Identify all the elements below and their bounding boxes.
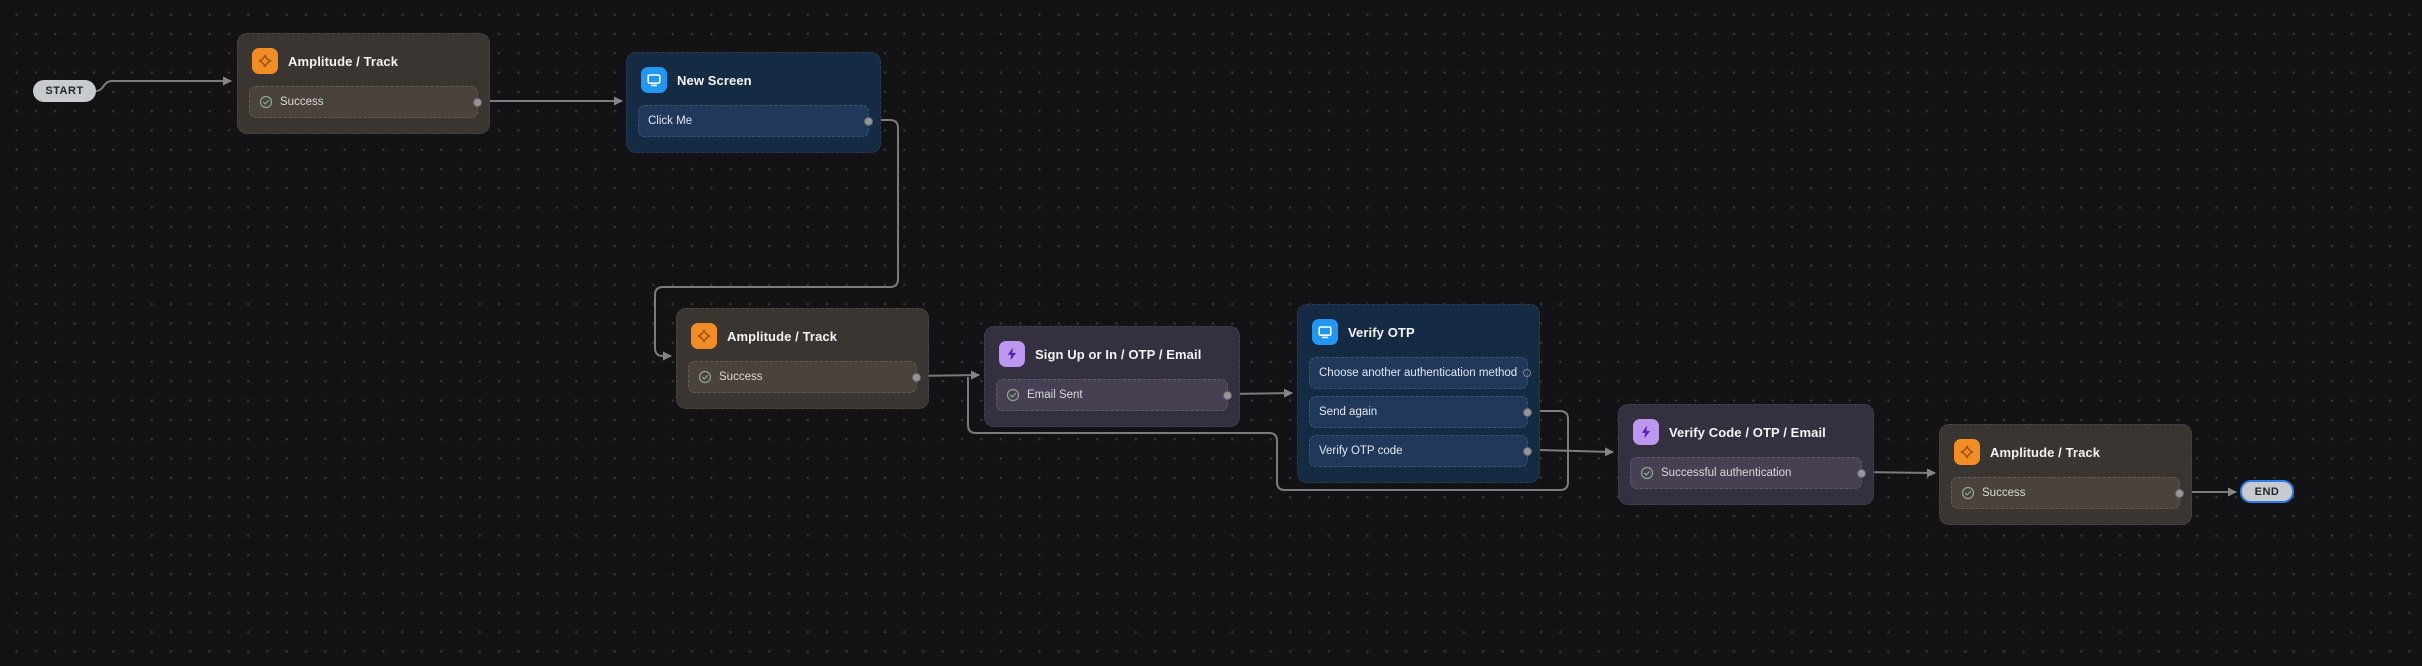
node-row-label: Success: [280, 96, 324, 108]
check-circle-icon: [698, 370, 712, 384]
node-row[interactable]: Success: [688, 361, 921, 393]
screen-icon: [641, 67, 667, 93]
node-title: Verify OTP: [1312, 319, 1531, 345]
node-title: Sign Up or In / OTP / Email: [999, 341, 1231, 367]
edge-new-screen-click-me-to-amplitude-track-2: [654, 119, 899, 361]
node-row[interactable]: Choose another authentication method: [1309, 357, 1531, 389]
node-row[interactable]: Email Sent: [996, 379, 1232, 411]
output-port[interactable]: [1223, 390, 1232, 400]
screen-icon: [1312, 319, 1338, 345]
node-row-label: Success: [719, 371, 763, 383]
node-title: Amplitude / Track: [691, 323, 920, 349]
node-title-label: Amplitude / Track: [288, 53, 399, 69]
output-port-open[interactable]: [1523, 369, 1531, 377]
output-port[interactable]: [912, 372, 921, 382]
node-title-label: Verify Code / OTP / Email: [1669, 424, 1826, 440]
output-port[interactable]: [864, 116, 873, 126]
node-row-label: Choose another authentication method: [1319, 367, 1518, 379]
edge-start-to-amplitude-track-1: [95, 76, 232, 92]
node-title-label: Sign Up or In / OTP / Email: [1035, 346, 1202, 362]
edge-verify-otp-verify-otp-code-to-verify-code: [1538, 447, 1614, 457]
node-title-label: Amplitude / Track: [1990, 444, 2101, 460]
node-row[interactable]: Successful authentication: [1630, 457, 1866, 489]
node-row[interactable]: Send again: [1309, 396, 1532, 428]
amplitude-icon: [252, 48, 278, 74]
bolt-icon: [1633, 419, 1659, 445]
node-title-label: New Screen: [677, 72, 752, 88]
node-title: Amplitude / Track: [252, 48, 481, 74]
output-port[interactable]: [2175, 488, 2184, 498]
output-port[interactable]: [1857, 468, 1866, 478]
node-title-label: Amplitude / Track: [727, 328, 838, 344]
node-row[interactable]: Verify OTP code: [1309, 435, 1532, 467]
output-port[interactable]: [473, 97, 482, 107]
node-row[interactable]: Success: [249, 86, 482, 118]
edge-verify-otp-send-again-to-sign-up-or-in: [967, 377, 1569, 491]
node-row-label: Verify OTP code: [1319, 445, 1403, 457]
node-row[interactable]: Click Me: [638, 105, 873, 137]
node-row[interactable]: Success: [1951, 477, 2184, 509]
bolt-icon: [999, 341, 1025, 367]
check-circle-icon: [259, 95, 273, 109]
node-title: Amplitude / Track: [1954, 439, 2183, 465]
amplitude-icon: [1954, 439, 1980, 465]
output-port[interactable]: [1523, 446, 1532, 456]
node-row-label: Success: [1982, 487, 2026, 499]
start-node[interactable]: START: [33, 80, 96, 102]
node-title: New Screen: [641, 67, 872, 93]
end-node[interactable]: END: [2240, 480, 2294, 503]
check-circle-icon: [1006, 388, 1020, 402]
check-circle-icon: [1640, 466, 1654, 480]
node-verify-otp[interactable]: Verify OTP Choose another authentication …: [1297, 304, 1540, 483]
node-row-label: Send again: [1319, 406, 1378, 418]
amplitude-icon: [691, 323, 717, 349]
node-row-label: Click Me: [648, 115, 693, 127]
node-row-label: Email Sent: [1027, 389, 1083, 401]
node-row-label: Successful authentication: [1661, 467, 1792, 479]
node-title: Verify Code / OTP / Email: [1633, 419, 1865, 445]
node-title-label: Verify OTP: [1348, 324, 1415, 340]
output-port[interactable]: [1523, 407, 1532, 417]
check-circle-icon: [1961, 486, 1975, 500]
